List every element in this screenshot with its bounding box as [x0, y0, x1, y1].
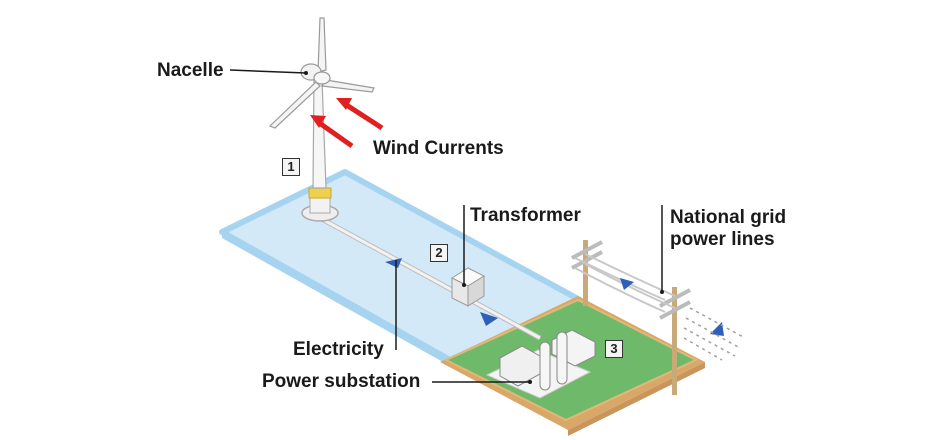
step-badge-1: 1: [282, 158, 300, 176]
power-lines: [574, 253, 676, 313]
label-power-substation: Power substation: [262, 371, 421, 392]
electricity-arrow-1: [385, 258, 402, 268]
step-badge-3: 3: [605, 340, 623, 358]
substation-dot: [528, 380, 532, 384]
substation-buildings: [485, 329, 596, 399]
label-wind-currents: Wind Currents: [373, 138, 504, 159]
label-nacelle: Nacelle: [157, 60, 224, 81]
grid-dashes: [683, 307, 746, 361]
nacelle: [300, 63, 331, 85]
transformer-dot: [462, 283, 466, 287]
label-electricity: Electricity: [293, 339, 384, 360]
wind-arrows: [310, 98, 384, 149]
label-national-grid-1: National grid: [670, 207, 787, 228]
label-transformer: Transformer: [470, 205, 581, 226]
label-national-grid-2: power lines: [670, 229, 775, 250]
electricity-arrow-2: [480, 312, 498, 326]
grid-arrow-1: [620, 278, 634, 290]
step-badge-2: 2: [430, 244, 448, 262]
cable: [318, 215, 542, 341]
turbine-tower: [301, 79, 339, 222]
leader-lines: [229, 69, 663, 383]
grid-dot: [660, 290, 664, 294]
nacelle-dot: [304, 71, 308, 75]
grid-arrow-2: [710, 322, 724, 336]
turbine-rotor: [268, 17, 375, 129]
